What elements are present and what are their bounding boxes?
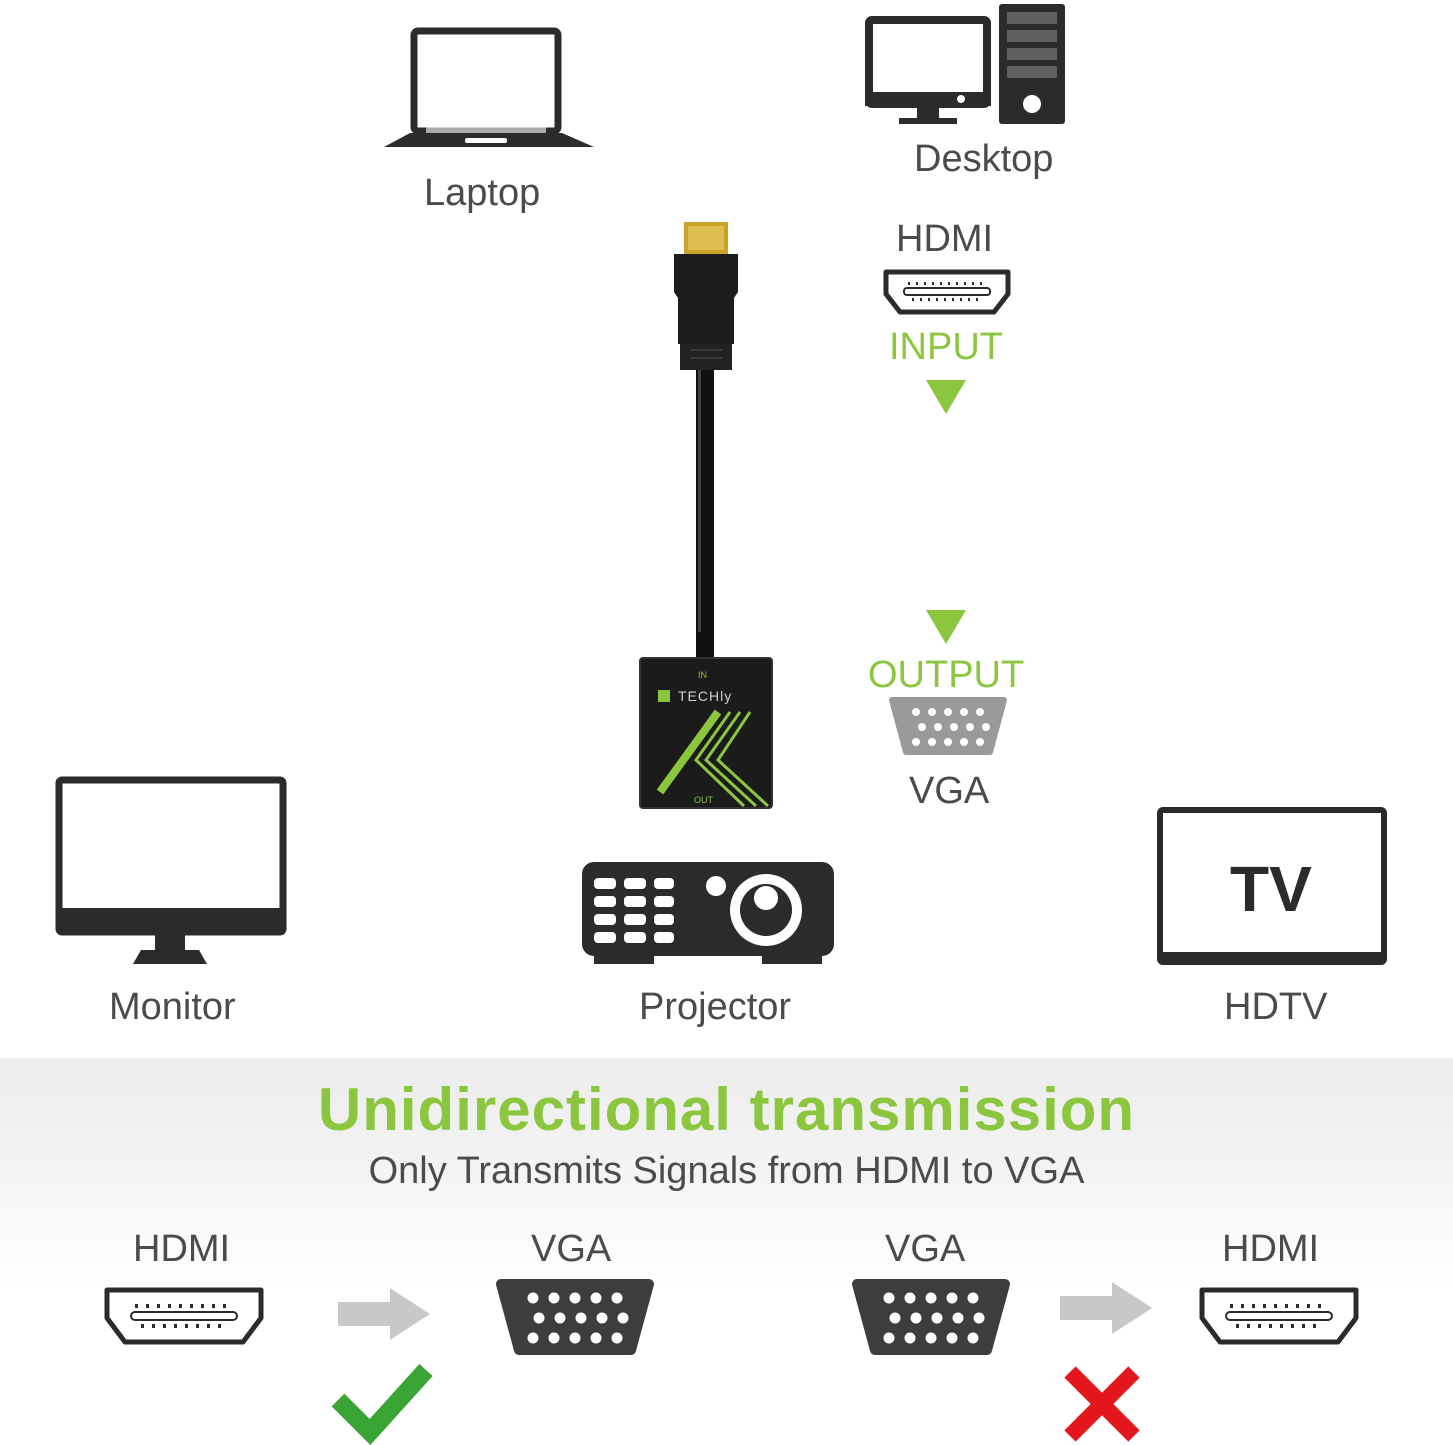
valid-from-label: HDMI [133,1228,231,1270]
output-port-label: VGA [909,770,990,812]
hdtv-label: HDTV [1224,986,1328,1028]
transmission-panel [0,1058,1453,1445]
projector-icon [582,862,834,964]
hdmi-port-icon [883,269,1011,315]
hdmi-to-vga-adapter [639,222,773,809]
laptop-label: Laptop [424,172,541,214]
projector-label: Projector [639,986,792,1028]
desktop-label: Desktop [914,138,1054,180]
laptop-icon [384,27,594,147]
check-icon [331,1363,433,1445]
hdmi-port-icon [104,1287,264,1345]
cross-icon [1064,1366,1140,1442]
down-arrow-icon [926,610,966,644]
adapter-out-label: OUT [694,795,713,805]
monitor-label: Monitor [109,986,236,1028]
invalid-from-label: VGA [885,1228,966,1270]
vga-port-icon [889,697,1007,755]
adapter-brand: TECHly [678,688,733,704]
tv-screen-text: TV [1230,853,1312,925]
right-arrow-icon [1060,1282,1152,1334]
monitor-icon [55,776,287,964]
input-label: INPUT [889,326,1003,368]
desktop-icon [865,4,1065,124]
right-arrow-icon [338,1288,430,1340]
output-label: OUTPUT [868,654,1025,696]
tv-icon [1157,807,1387,965]
vga-port-icon [496,1279,654,1355]
transmission-title: Unidirectional transmission [317,1076,1136,1143]
vga-port-icon [852,1279,1010,1355]
transmission-subtitle: Only Transmits Signals from HDMI to VGA [368,1150,1085,1192]
valid-to-label: VGA [531,1228,612,1270]
invalid-to-label: HDMI [1222,1228,1320,1270]
hdmi-port-icon [1199,1287,1359,1345]
down-arrow-icon [926,380,966,414]
input-port-label: HDMI [896,218,994,260]
adapter-in-label: IN [698,670,707,680]
